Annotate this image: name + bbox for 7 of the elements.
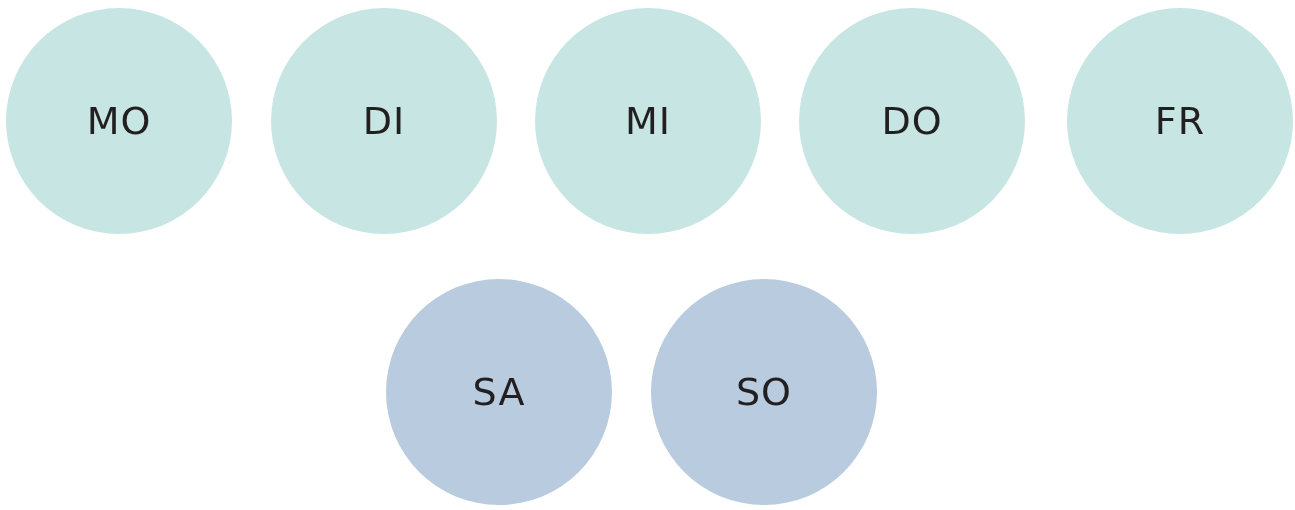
day-label: SO xyxy=(736,370,792,414)
day-label: MI xyxy=(625,99,671,143)
day-label: DI xyxy=(362,99,406,143)
day-label: DO xyxy=(881,99,943,143)
day-label: SA xyxy=(472,370,526,414)
day-label: MO xyxy=(86,99,152,143)
day-label: FR xyxy=(1154,99,1206,143)
